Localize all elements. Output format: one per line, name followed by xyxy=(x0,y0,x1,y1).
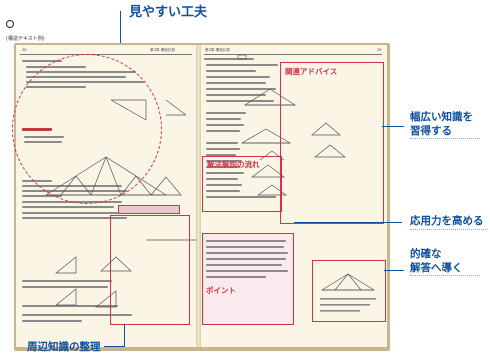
related-advice-box xyxy=(280,62,384,224)
related-advice-title: 関連アドバイス xyxy=(285,67,338,76)
callout-application-leader xyxy=(294,222,402,224)
answer-diagram xyxy=(320,273,376,312)
callout-application-underline xyxy=(410,229,488,230)
explanation-flow-title: 解法解説の流れ xyxy=(207,160,260,169)
point-title: ポイント xyxy=(206,286,236,295)
callout-bottom-leader-h xyxy=(104,346,125,348)
callout-top: 見やすい工夫 xyxy=(129,5,208,20)
left-page-number: 38 xyxy=(22,48,27,52)
callout-accurate-leader xyxy=(384,270,404,272)
explanation-flow-box xyxy=(202,156,282,212)
left-header-rule xyxy=(20,54,192,55)
answer-diagram-box xyxy=(312,260,386,322)
callout-wide-leader xyxy=(382,126,404,128)
sample-label: (構造テキスト例) xyxy=(6,36,45,42)
callout-bottom-leader xyxy=(124,324,126,346)
callout-top-leader xyxy=(120,11,122,44)
left-chapter: 第3章 構造計算 xyxy=(150,48,175,52)
right-page-diagrams xyxy=(237,54,346,196)
point-box xyxy=(202,233,294,325)
book-spine xyxy=(196,45,201,347)
right-page-number: 39 xyxy=(377,48,382,52)
callout-wide-underline xyxy=(410,138,480,139)
callout-wide-knowledge: 幅広い知識を 習得する xyxy=(410,111,473,137)
callout-application: 応用力を高める xyxy=(410,215,484,227)
left-page-red-frame xyxy=(110,215,190,325)
bullet-circle-icon xyxy=(6,20,14,28)
highlight-circle xyxy=(12,54,162,204)
left-page-red-tag xyxy=(118,205,180,214)
right-header-rule xyxy=(204,54,382,55)
callout-accurate-answer: 的確な 解答へ導く xyxy=(410,248,463,274)
callout-bottom: 周辺知識の整理 xyxy=(27,341,101,353)
callout-accurate-underline xyxy=(410,275,480,276)
right-chapter: 第3章 構造計算 xyxy=(205,48,230,52)
